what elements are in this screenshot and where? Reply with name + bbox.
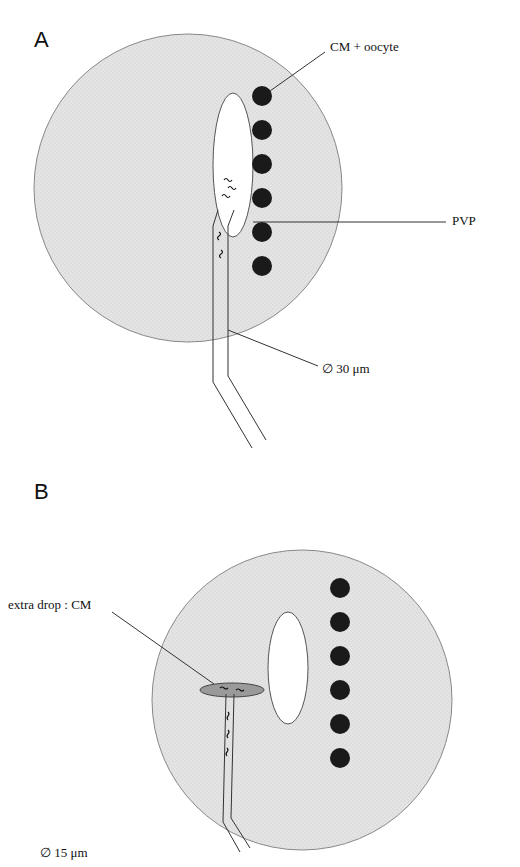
panel-letter: A [34, 28, 49, 52]
panel-letter: B [34, 480, 49, 504]
callout-label: PVP [452, 214, 476, 228]
dish-a [34, 34, 446, 448]
callout-label: CM + oocyte [330, 40, 399, 54]
callout-label: extra drop : CM [8, 598, 91, 612]
dimension-label: ∅ 30 μm [322, 362, 370, 376]
dish-b [112, 550, 452, 852]
dimension-label: ∅ 15 μm [40, 846, 88, 860]
